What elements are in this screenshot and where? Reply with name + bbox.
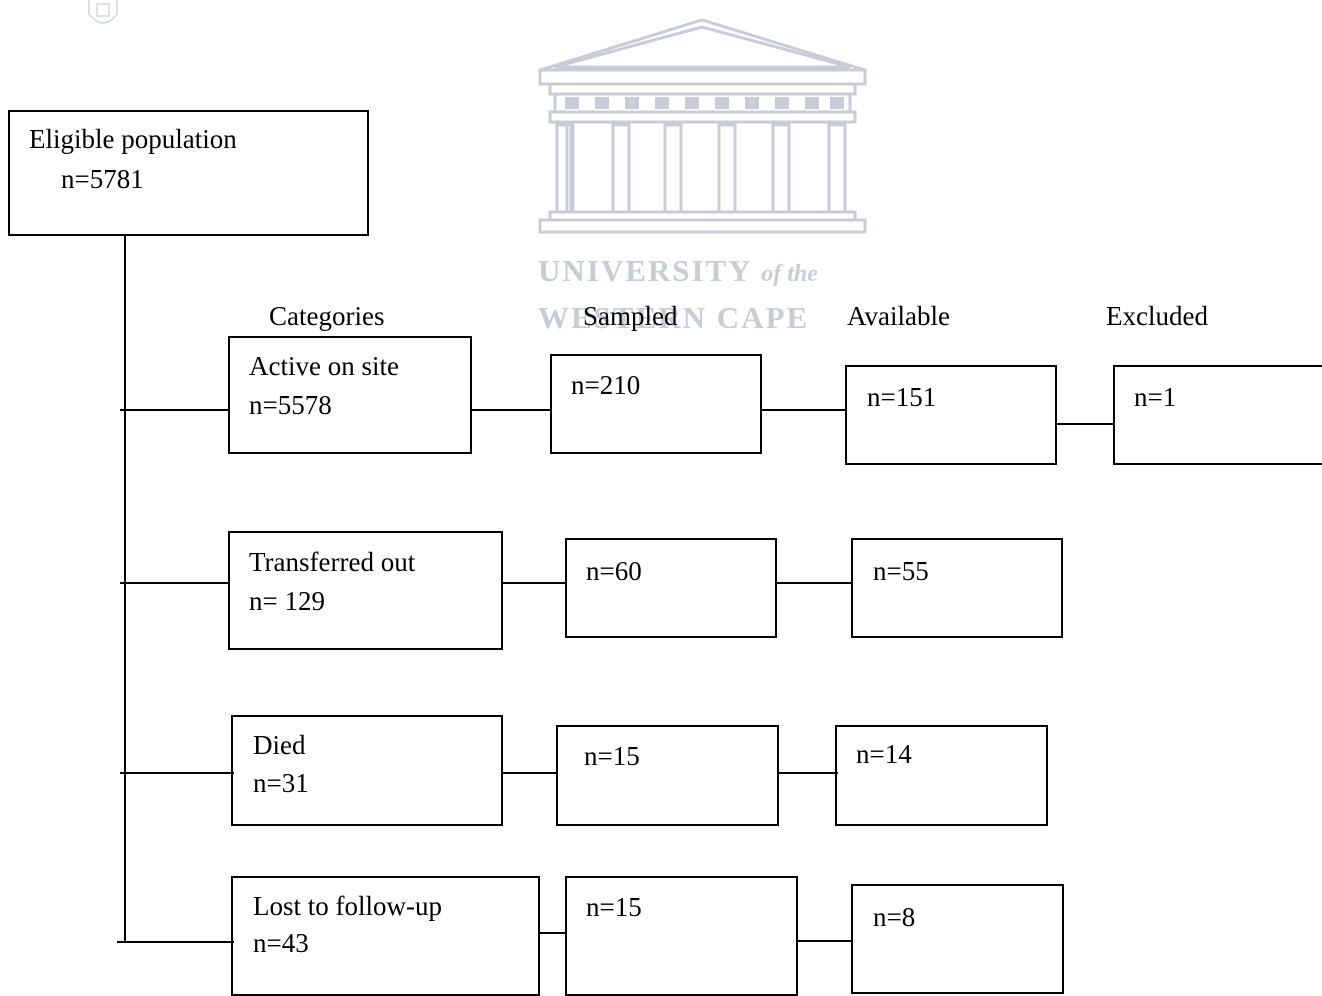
eligible-population-label: Eligible population <box>29 124 237 154</box>
branch-line-lost <box>117 941 234 943</box>
eligible-population-count: n=5781 <box>61 164 144 194</box>
category-count-lost: n=43 <box>253 928 309 958</box>
connector-died-sampled <box>503 772 558 774</box>
branch-line-transferred <box>120 582 230 584</box>
available-count-active: n=151 <box>867 382 937 412</box>
available-count-died: n=14 <box>856 739 912 769</box>
watermark-building-icon <box>538 18 867 234</box>
sampled-count-lost: n=15 <box>586 892 642 922</box>
available-count-lost: n=8 <box>873 902 916 932</box>
header-available: Available <box>847 301 950 331</box>
connector-active-available <box>762 409 847 411</box>
category-box-died <box>231 715 503 826</box>
connector-died-available <box>779 772 838 774</box>
sampled-box-died <box>556 725 779 826</box>
trunk-line <box>124 236 126 943</box>
watermark-line1: UNIVERSITY of the <box>538 253 818 288</box>
category-count-died: n=31 <box>253 768 309 798</box>
header-sampled: Sampled <box>583 301 678 331</box>
category-label-active: Active on site <box>249 351 399 381</box>
sampled-box-active <box>550 354 762 454</box>
sampled-box-transferred <box>565 538 777 638</box>
connector-lost-available <box>798 940 853 942</box>
category-count-transferred: n= 129 <box>249 586 325 616</box>
sampled-count-active: n=210 <box>571 370 641 400</box>
connector-active-sampled <box>472 409 552 411</box>
available-box-active <box>845 365 1057 465</box>
category-count-active: n=5578 <box>249 390 332 420</box>
watermark-line2: WESTERN CAPE <box>538 300 810 335</box>
header-excluded: Excluded <box>1106 301 1208 331</box>
sampled-count-transferred: n=60 <box>586 556 642 586</box>
available-box-died <box>835 725 1048 826</box>
sampled-count-died: n=15 <box>584 741 640 771</box>
branch-line-active <box>120 409 230 411</box>
connector-transferred-sampled <box>503 582 567 584</box>
header-categories: Categories <box>269 301 385 331</box>
branch-line-died <box>120 772 234 774</box>
category-label-lost: Lost to follow-up <box>253 891 442 921</box>
available-count-transferred: n=55 <box>873 556 929 586</box>
eligible-population-box <box>8 110 369 236</box>
connector-transferred-available <box>777 582 853 584</box>
category-box-transferred <box>228 531 503 650</box>
excluded-box-active <box>1113 365 1322 465</box>
category-label-died: Died <box>253 730 306 760</box>
excluded-count-active: n=1 <box>1134 382 1177 412</box>
connector-active-excluded <box>1057 423 1115 425</box>
connector-lost-sampled <box>540 932 567 934</box>
category-box-active <box>228 336 472 454</box>
seal-icon <box>88 0 118 24</box>
available-box-transferred <box>851 538 1063 638</box>
category-label-transferred: Transferred out <box>249 547 416 577</box>
